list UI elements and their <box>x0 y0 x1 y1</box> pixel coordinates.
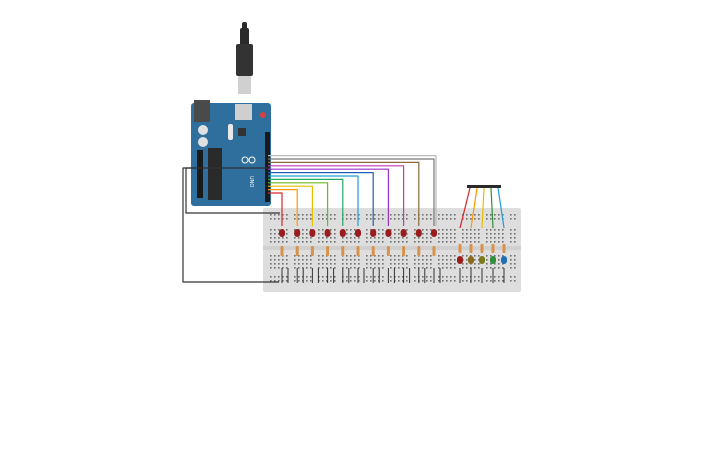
led-icon[interactable] <box>501 256 507 264</box>
jumper-wire-icon[interactable] <box>268 168 389 226</box>
usb-cable-icon[interactable] <box>236 22 253 94</box>
jumper-wire-icon[interactable] <box>268 175 359 226</box>
jumper-wire-icon[interactable] <box>268 172 374 226</box>
resistor-icon[interactable] <box>491 244 495 253</box>
jumper-wire-icon[interactable] <box>268 178 344 226</box>
led-icon[interactable] <box>400 229 407 237</box>
resistor-icon[interactable] <box>432 246 436 256</box>
jumper-wire-icon[interactable] <box>497 187 505 229</box>
jumper-wire-icon[interactable] <box>470 187 478 229</box>
led-icon[interactable] <box>415 229 422 237</box>
resistor-icon[interactable] <box>341 246 345 256</box>
resistor-icon[interactable] <box>356 246 360 256</box>
resistor-icon[interactable] <box>326 246 330 256</box>
jumper-wire-icon[interactable] <box>490 187 494 229</box>
resistor-icon[interactable] <box>458 244 462 253</box>
led-icon[interactable] <box>385 229 392 237</box>
led-icon[interactable] <box>431 229 437 237</box>
led-icon[interactable] <box>294 229 301 237</box>
resistor-icon[interactable] <box>469 244 473 253</box>
jumper-wire-icon[interactable] <box>268 161 420 226</box>
led-icon[interactable] <box>457 256 463 264</box>
jumper-wire-icon[interactable] <box>481 187 485 229</box>
resistor-icon[interactable] <box>417 246 421 256</box>
breadboard-holes <box>270 214 516 282</box>
led-row-primary[interactable] <box>279 229 437 256</box>
resistor-icon[interactable] <box>402 246 406 256</box>
resistor-icon[interactable] <box>295 246 299 256</box>
resistor-icon[interactable] <box>480 244 484 253</box>
jumper-wire-icon[interactable] <box>268 192 283 226</box>
board-model-label: UNO <box>248 176 254 187</box>
resistor-icon[interactable] <box>502 244 506 253</box>
jumper-wire-icon[interactable] <box>268 182 329 226</box>
led-icon[interactable] <box>479 256 485 264</box>
pin-header <box>467 185 501 188</box>
jumper-wire-icon[interactable] <box>268 158 435 226</box>
jumper-wire-icon[interactable] <box>268 155 437 226</box>
jumper-wire-icon[interactable] <box>268 189 298 226</box>
resistor-icon[interactable] <box>280 246 284 256</box>
ground-wires[interactable] <box>182 167 280 283</box>
led-icon[interactable] <box>324 229 331 237</box>
jumper-wire-icon[interactable] <box>268 185 313 226</box>
jumper-wires[interactable] <box>268 155 505 229</box>
arduino-board[interactable]: UNO <box>191 100 271 206</box>
led-icon[interactable] <box>309 229 316 237</box>
jumper-wire-icon[interactable] <box>268 165 405 226</box>
jumper-wire-icon[interactable] <box>459 187 471 229</box>
resistor-icon[interactable] <box>310 246 314 256</box>
resistor-icon[interactable] <box>386 246 390 256</box>
led-icon[interactable] <box>339 229 346 237</box>
resistor-icon[interactable] <box>371 246 375 256</box>
led-icon[interactable] <box>355 229 361 237</box>
led-icon[interactable] <box>370 229 377 237</box>
component-legs <box>281 268 505 283</box>
arduino-logo <box>241 156 256 164</box>
led-icon[interactable] <box>468 256 474 264</box>
led-row-secondary[interactable] <box>457 185 507 264</box>
led-icon[interactable] <box>279 229 285 237</box>
led-icon[interactable] <box>490 256 496 264</box>
